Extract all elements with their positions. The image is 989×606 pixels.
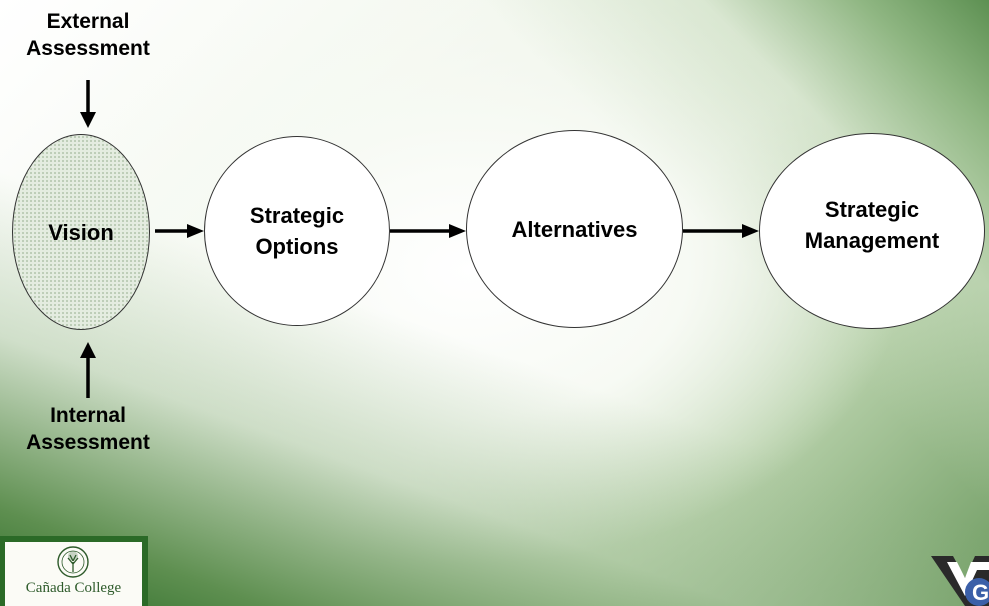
internal-line1: Internal	[50, 404, 126, 427]
alternatives-node: Alternatives	[466, 130, 683, 328]
internal-line2: Assessment	[26, 431, 150, 454]
svg-text:G: G	[972, 580, 989, 605]
strategic-options-line1: Strategic	[249, 203, 345, 228]
external-line1: External	[46, 10, 130, 33]
arrow-external-to-vision	[80, 80, 96, 128]
canada-college-logo: Cañada College	[0, 536, 148, 606]
logo-card: Cañada College	[5, 542, 142, 606]
vision-node: Vision	[12, 134, 150, 330]
vision-label: Vision	[48, 219, 114, 245]
logo-text: Cañada College	[25, 580, 122, 596]
arrow-options-to-alternatives	[390, 224, 466, 238]
strategic-options-node: Strategic Options	[204, 136, 390, 326]
alternatives-label: Alternatives	[511, 216, 638, 242]
strategic-management-line1: Strategic	[824, 197, 920, 222]
strategic-options-line2: Options	[255, 234, 339, 259]
arrow-vision-to-options	[155, 224, 204, 238]
tree-seal-icon	[57, 546, 89, 578]
arrow-alternatives-to-management	[683, 224, 759, 238]
college-shield-logo-icon: G	[931, 556, 989, 606]
strategic-management-node: Strategic Management	[759, 133, 985, 329]
external-assessment-label: External Assessment	[8, 8, 168, 62]
internal-assessment-label: Internal Assessment	[8, 402, 168, 456]
arrow-internal-to-vision	[80, 342, 96, 398]
strategic-management-line2: Management	[804, 228, 940, 253]
external-line2: Assessment	[26, 37, 150, 60]
